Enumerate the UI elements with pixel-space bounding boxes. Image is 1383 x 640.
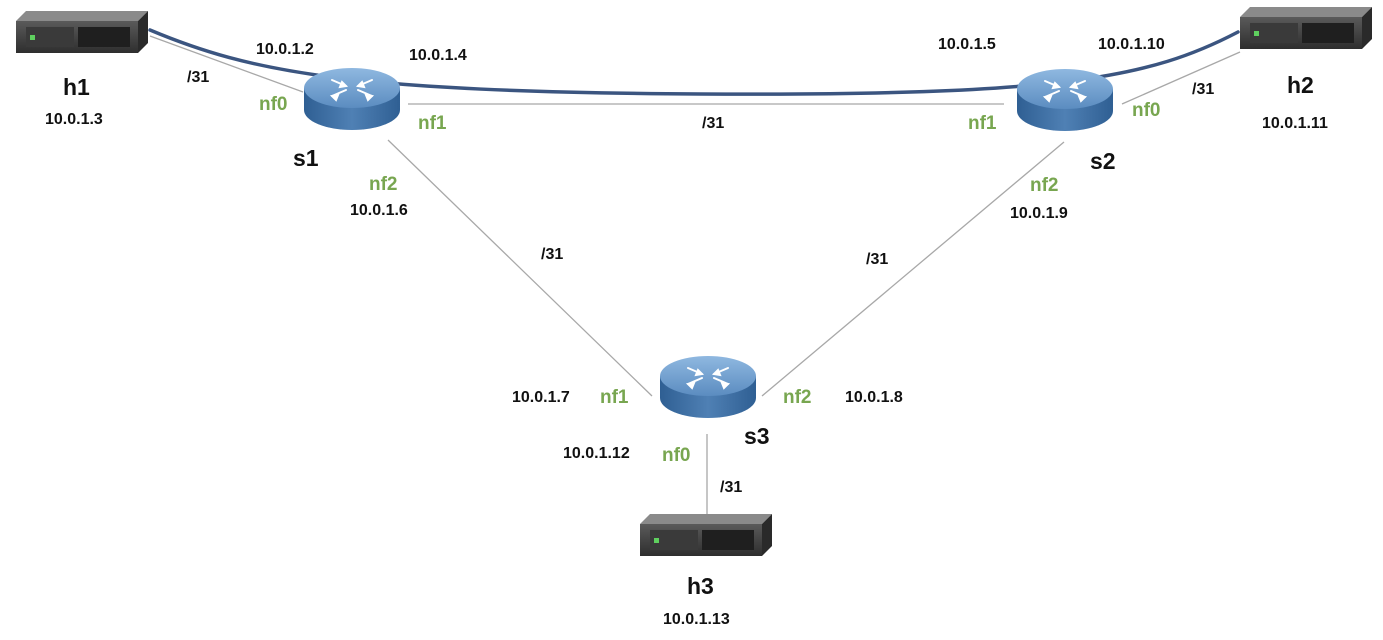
link-s1-s3-s3-ip: 10.0.1.7 [512,389,570,406]
link-s3-h3-ip: 10.0.1.12 [563,445,630,462]
link-s1-s3-mask: /31 [541,246,564,263]
host-h1-name: h1 [63,74,90,100]
router-icon-s3 [659,355,757,419]
link-h1-s1-ip: 10.0.1.2 [256,41,314,58]
host-h2-ip: 10.0.1.11 [1262,115,1328,132]
server-icon-h3 [640,514,772,556]
s2-nf2-label: nf2 [1030,175,1059,196]
s1-nf2-label: nf2 [369,174,398,195]
link-s1-s3 [387,139,653,397]
s3-nf0-label: nf0 [662,445,691,466]
s2-nf0-label: nf0 [1132,100,1161,121]
link-s2-h2-ip: 10.0.1.10 [1098,36,1165,53]
link-h1-s1-mask: /31 [187,69,210,86]
server-icon-h2 [1240,7,1372,49]
link-s2-h2-mask: /31 [1192,81,1215,98]
host-h3-ip: 10.0.1.13 [663,611,730,628]
s1-nf0-label: nf0 [259,94,288,115]
link-s2-s3 [761,141,1065,397]
switch-s2-name: s2 [1090,148,1116,174]
host-h1-ip: 10.0.1.3 [45,111,103,128]
s3-nf2-label: nf2 [783,387,812,408]
router-icon-s2 [1016,68,1114,132]
link-h1-s1 [149,35,304,93]
link-s1-s2-mask: /31 [702,115,725,132]
link-s2-s3-s2-ip: 10.0.1.9 [1010,205,1068,222]
link-s2-s3-s3-ip: 10.0.1.8 [845,389,903,406]
link-s1-s2-s2-ip: 10.0.1.5 [938,36,996,53]
link-s1-s2-s1-ip: 10.0.1.4 [409,47,467,64]
switch-s1-name: s1 [293,145,319,171]
switch-s3-name: s3 [744,423,770,449]
server-icon-h1 [16,11,148,53]
link-s2-s3-mask: /31 [866,251,889,268]
host-h2-name: h2 [1287,72,1314,98]
path-highlight-h1-h2 [148,28,1240,96]
host-h3-name: h3 [687,573,714,599]
s2-nf1-label: nf1 [968,113,997,134]
router-icon-s1 [303,67,401,131]
link-s3-h3-mask: /31 [720,479,743,496]
s3-nf1-label: nf1 [600,387,629,408]
link-s2-h2 [1121,51,1241,105]
link-s1-s3-s1-ip: 10.0.1.6 [350,202,408,219]
s1-nf1-label: nf1 [418,113,447,134]
